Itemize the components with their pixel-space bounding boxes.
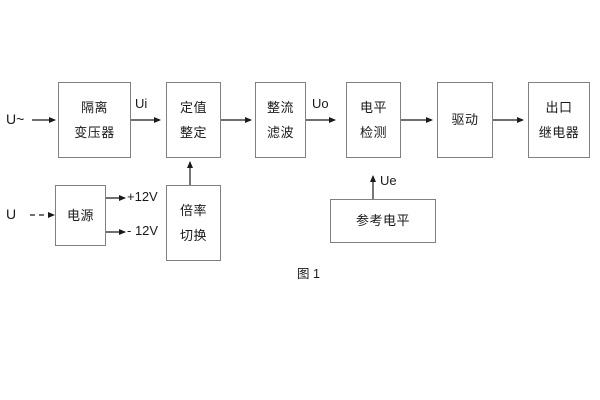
block-power-supply-line1: 电源 — [66, 207, 94, 223]
block-output-relay-line1: 出口 — [545, 99, 573, 115]
label-supply-negative: - 12V — [127, 223, 159, 238]
block-reference-level-line1: 参考电平 — [355, 213, 410, 229]
block-setting-value-line2: 整定 — [179, 124, 207, 140]
block-multiplier-switch-line1: 倍率 — [179, 202, 207, 218]
block-reference-level[interactable]: 参考电平 — [330, 199, 436, 243]
block-output-relay-line2: 继电器 — [538, 124, 580, 140]
block-multiplier-switch[interactable]: 倍率 切换 — [166, 185, 221, 261]
block-rectify-filter-line1: 整流 — [266, 99, 294, 115]
figure-caption: 图 1 — [297, 267, 320, 281]
block-setting-value[interactable]: 定值 整定 — [166, 82, 221, 158]
label-supply-positive: +12V — [127, 189, 158, 204]
block-drive-line1: 驱动 — [451, 112, 479, 128]
label-uo: Uo — [312, 96, 329, 111]
block-level-detect[interactable]: 电平 检测 — [346, 82, 401, 158]
block-level-detect-line2: 检测 — [359, 124, 387, 140]
label-input-ac: U~ — [6, 111, 25, 127]
block-output-relay[interactable]: 出口 继电器 — [528, 82, 590, 158]
label-input-dc: U — [6, 206, 17, 222]
block-rectify-filter[interactable]: 整流 滤波 — [255, 82, 306, 158]
block-level-detect-line1: 电平 — [359, 99, 387, 115]
label-ui: Ui — [135, 96, 148, 111]
block-isolation-transformer-line2: 变压器 — [74, 124, 115, 140]
block-setting-value-line1: 定值 — [179, 99, 207, 115]
label-ue: Ue — [380, 173, 397, 188]
block-power-supply[interactable]: 电源 — [55, 185, 106, 246]
block-isolation-transformer[interactable]: 隔离 变压器 — [58, 82, 131, 158]
block-isolation-transformer-line1: 隔离 — [80, 99, 108, 115]
block-multiplier-switch-line2: 切换 — [179, 227, 207, 243]
block-drive[interactable]: 驱动 — [437, 82, 493, 158]
block-rectify-filter-line2: 滤波 — [266, 124, 294, 140]
